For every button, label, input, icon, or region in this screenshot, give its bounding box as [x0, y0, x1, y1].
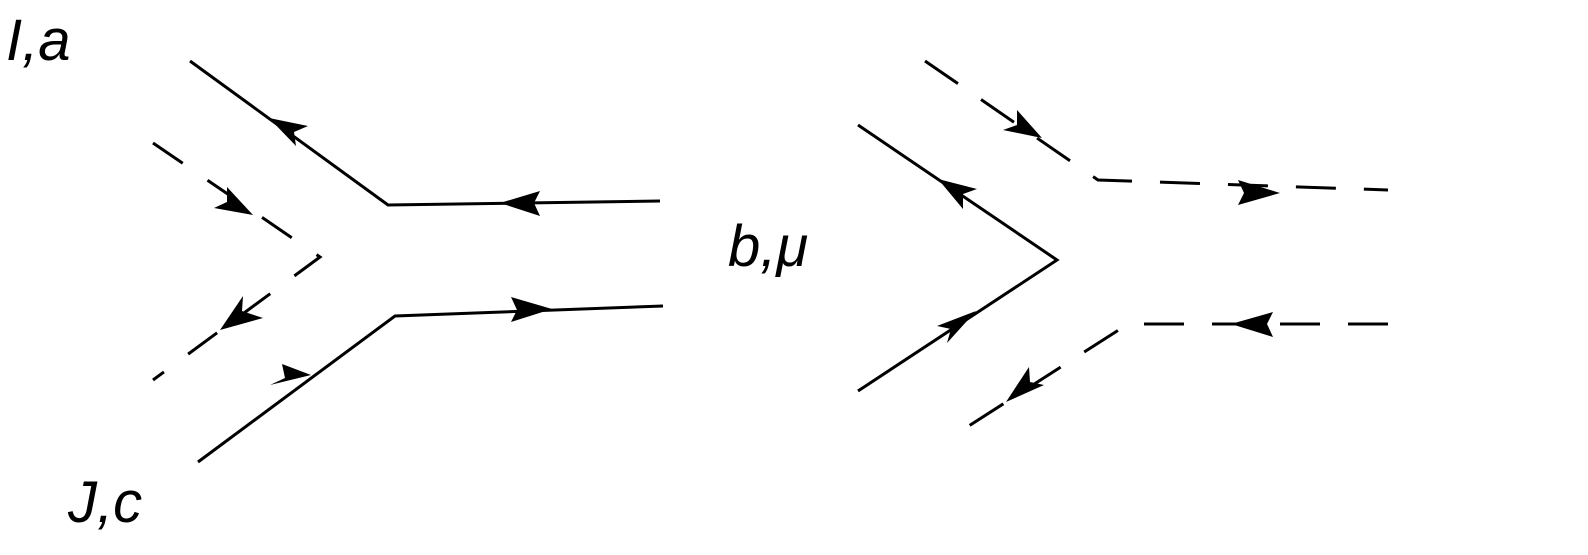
arrow-head-right-5	[1231, 312, 1273, 337]
arrow-head-right-2	[1238, 180, 1280, 205]
left-vertex-diagram	[152, 59, 664, 464]
arrow-head-left-6	[220, 296, 263, 330]
inner-dashed-line	[152, 141, 323, 382]
left-vertex-arrows	[214, 118, 552, 385]
arrow-head-right-6	[1006, 367, 1044, 402]
solid-chevron-line	[857, 123, 1060, 393]
arrow-head-left-2	[269, 118, 308, 146]
label-i-a: I,a	[6, 8, 71, 73]
arrow-head-right-4	[937, 311, 976, 343]
right-vertex-arrows	[937, 110, 1280, 402]
arrow-head-left-3	[270, 364, 311, 385]
arrow-head-right-1	[1003, 110, 1042, 138]
lower-dashed-line	[949, 322, 1388, 440]
arrow-head-left-4	[511, 297, 552, 322]
label-b-mu: b,μ	[728, 214, 809, 279]
upper-dashed-line	[924, 59, 1389, 192]
arrow-head-left-1	[500, 191, 540, 216]
label-j-c: J,c	[68, 470, 143, 535]
right-vertex-diagram	[857, 59, 1389, 440]
arrow-head-left-5	[214, 187, 253, 215]
arrow-head-right-3	[938, 179, 977, 209]
lower-solid-line	[197, 304, 664, 464]
upper-solid-line	[189, 59, 661, 207]
